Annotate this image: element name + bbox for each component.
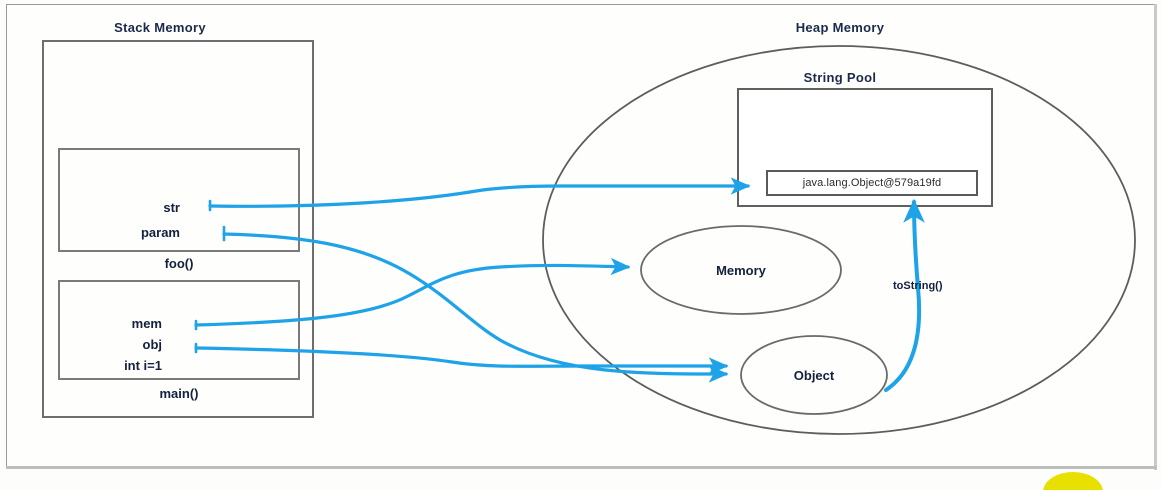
- stack-slot-str: str: [163, 200, 180, 215]
- stack-frame-main-box: [58, 280, 300, 380]
- stack-slot-int-i: int i=1: [124, 358, 162, 373]
- stack-slot-mem: mem: [131, 316, 162, 331]
- edge-label-tostring: toString(): [893, 280, 943, 292]
- heap-ellipse: [542, 45, 1136, 435]
- yellow-blob: [1043, 472, 1103, 490]
- object-label: Object: [793, 367, 835, 383]
- edge-str-to-pool: [208, 177, 751, 208]
- heap-memory-title: Heap Memory: [795, 20, 885, 35]
- frame-shadow-right: [1154, 4, 1157, 470]
- stack-frame-name-foo: foo(): [164, 256, 194, 271]
- object-label-wrap: Object: [741, 361, 887, 389]
- edge-object-to-pool-tostring: [884, 198, 925, 392]
- string-pool-title: String Pool: [803, 70, 877, 85]
- picture-frame: [6, 4, 1156, 468]
- string-pool-entry-text: java.lang.Object@579a19fd: [802, 177, 942, 189]
- memory-label-wrap: Memory: [641, 256, 841, 284]
- stack-slot-param: param: [140, 225, 180, 240]
- frame-shadow-bottom: [6, 466, 1157, 469]
- edge-obj-to-object: [194, 346, 729, 375]
- edge-mem-to-memory: [194, 257, 631, 327]
- stack-slot-obj: obj: [142, 337, 163, 352]
- string-pool-entry-chip: java.lang.Object@579a19fd: [766, 170, 978, 196]
- memory-ellipse: [640, 225, 842, 315]
- stack-memory-title: Stack Memory: [114, 20, 206, 35]
- stack-frame-name-main: main(): [159, 386, 199, 401]
- memory-label: Memory: [716, 262, 766, 278]
- stack-memory-box: [42, 40, 314, 418]
- object-ellipse: [740, 335, 888, 415]
- stack-frame-foo-box: [58, 148, 300, 252]
- edge-param-to-object: [222, 232, 729, 383]
